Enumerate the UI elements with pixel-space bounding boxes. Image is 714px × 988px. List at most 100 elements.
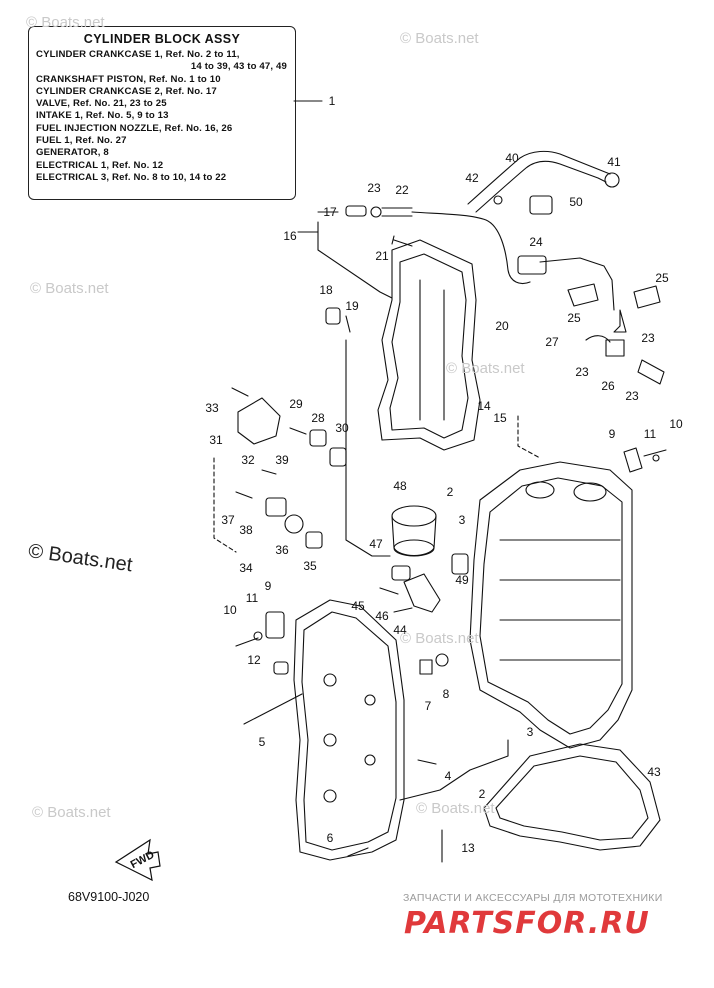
legend-line: ELECTRICAL 1, Ref. No. 12: [36, 159, 164, 171]
callout-label: 31: [209, 433, 223, 447]
legend-line: VALVE, Ref. No. 21, 23 to 25: [36, 98, 167, 110]
callout-label: 11: [643, 427, 657, 441]
callout-label: 11: [245, 591, 259, 605]
callout-label: 22: [395, 183, 409, 197]
callout-label: 50: [569, 195, 583, 209]
watermark: © Boats.net: [26, 14, 105, 31]
callout-label: 44: [393, 623, 407, 637]
plug-47: [391, 565, 411, 581]
washer-11: [253, 631, 263, 641]
leader-2: [399, 739, 509, 801]
callout-label: 9: [608, 427, 616, 441]
watermark: © Boats.net: [446, 360, 525, 377]
clip-42: [493, 195, 503, 205]
thermostat-28: [309, 429, 327, 447]
bracket-44: [403, 573, 441, 613]
callout-label: 5: [258, 735, 266, 749]
connector-25a: [567, 283, 599, 307]
leader-bracket-34: [345, 339, 391, 557]
callout-label: 24: [529, 235, 543, 249]
callout-label: 14: [477, 399, 491, 413]
callout-label: 23: [625, 389, 639, 403]
callout-label: 17: [323, 205, 337, 219]
bolt-4: [417, 759, 437, 765]
parts-logo: PARTSFOR.RU: [404, 906, 650, 941]
port-3: [323, 789, 337, 803]
sensor-18: [325, 307, 341, 325]
callout-label: 35: [303, 559, 317, 573]
hose-40-edge: [475, 160, 607, 213]
sensor-12: [273, 661, 289, 675]
clamp-41: [604, 172, 620, 188]
hose-22: [381, 207, 413, 217]
cover-plate-20: [377, 239, 481, 451]
tee-26: [605, 339, 625, 357]
callout-label: 28: [311, 411, 325, 425]
legend-line: CYLINDER CRANKCASE 1, Ref. No. 2 to 11,: [36, 49, 240, 60]
callout-label: 3: [458, 513, 466, 527]
crankcase-block-inner: [479, 477, 623, 735]
legend-title: CYLINDER BLOCK ASSY: [83, 32, 241, 46]
callout-label: 15: [493, 411, 507, 425]
callout-label: 1: [328, 94, 336, 108]
diagram-code: 68V9100-J020: [68, 890, 150, 904]
callout-label: 37: [221, 513, 235, 527]
callout-label: 23: [575, 365, 589, 379]
watermark: © Boats.net: [416, 800, 495, 817]
port-1: [323, 673, 337, 687]
callout-label: 13: [461, 841, 475, 855]
bolt-6: [347, 847, 369, 857]
diaphragm-36: [284, 514, 304, 534]
oil-filter-48: [391, 515, 437, 557]
connector-25b: [633, 285, 661, 309]
legend-line: FUEL INJECTION NOZZLE, Ref. No. 16, 26: [36, 122, 233, 134]
cover-9-right: [623, 447, 643, 473]
legend-lines: CYLINDER CRANKCASE 1, Ref. No. 2 to 11,1…: [36, 49, 287, 184]
fitting-49: [451, 553, 469, 575]
fwd-arrow: [114, 838, 161, 882]
o-ring-23: [370, 206, 382, 218]
callout-label: 25: [655, 271, 669, 285]
bolt-10-right: [643, 449, 667, 457]
callout-label: 45: [351, 599, 365, 613]
dash-20-block: [517, 415, 541, 459]
filter-23: [637, 359, 665, 385]
washer-11-right: [652, 454, 660, 462]
port-5: [364, 754, 376, 766]
pipe-run-2: [539, 257, 615, 311]
gasket-8: [435, 653, 449, 667]
bolt-33: [231, 387, 249, 397]
callout-label: 6: [326, 831, 334, 845]
legend-line: INTAKE 1, Ref. No. 5, 9 to 13: [36, 110, 169, 122]
callout-label: 27: [545, 335, 559, 349]
callout-label: 29: [289, 397, 303, 411]
gasket-43-inner: [495, 755, 649, 841]
port-2: [323, 733, 337, 747]
callout-label: 20: [495, 319, 509, 333]
bolt-21: [391, 235, 413, 247]
legend-line: GENERATOR, 8: [36, 147, 109, 159]
callout-label: 23: [367, 181, 381, 195]
callout-label: 23: [641, 331, 655, 345]
cylinder-head: [293, 599, 405, 861]
bolt-39: [261, 469, 277, 475]
callout-label: 46: [375, 609, 389, 623]
callout-label: 30: [335, 421, 349, 435]
callout-label: 47: [369, 537, 383, 551]
watermark: © Boats.net: [30, 280, 109, 297]
callout-label: 33: [205, 401, 219, 415]
callout-label: 16: [283, 229, 297, 243]
oil-filter-48-top: [391, 505, 437, 527]
pipe-run: [411, 211, 531, 285]
connector-24: [517, 255, 547, 275]
callout-label: 21: [375, 249, 389, 263]
leader-16: [297, 221, 393, 299]
watermark: © Boats.net: [400, 630, 479, 647]
nozzle-25: [613, 309, 627, 333]
hose-40: [467, 150, 611, 205]
cover-9: [265, 611, 285, 639]
valve-38: [265, 497, 287, 517]
callout-label: 10: [669, 417, 683, 431]
bolt-46: [393, 607, 413, 613]
